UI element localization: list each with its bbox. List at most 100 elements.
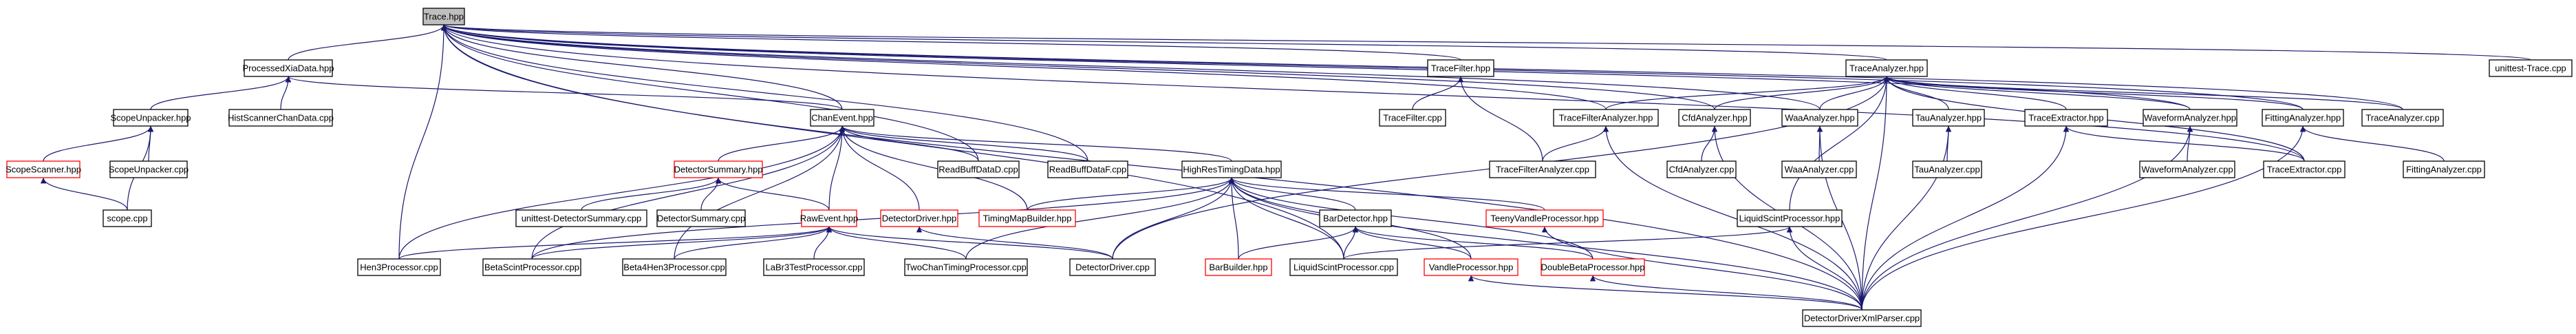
node-scopescanner-hpp[interactable]: ScopeScanner.hpp — [6, 160, 81, 178]
edge-betascintprocessor_cpp-to-chanevent_hpp — [531, 125, 846, 260]
node-trace-hpp[interactable]: Trace.hpp — [422, 8, 465, 25]
node-beta4hen3processor-cpp[interactable]: Beta4Hen3Processor.cpp — [622, 258, 727, 276]
node-box — [622, 258, 727, 276]
node-processedxiadata-hpp[interactable]: ProcessedXiaData.hpp — [243, 59, 334, 77]
node-box — [1666, 160, 1737, 178]
node-box — [1379, 109, 1446, 127]
edge-scopeunpacker_hpp-to-processedxiadata_hpp — [150, 76, 292, 110]
node-label: WaveformAnalyzer.cpp — [2141, 165, 2233, 175]
node-label: HistScannerChanData.cpp — [228, 113, 334, 123]
node-waaanalyzer-cpp[interactable]: WaaAnalyzer.cpp — [1781, 160, 1857, 178]
node-doublebetaprocessor-hpp[interactable]: DoubleBetaProcessor.hpp — [1541, 258, 1645, 276]
node-box — [2143, 109, 2237, 127]
node-chanevent-hpp[interactable]: ChanEvent.hpp — [810, 109, 874, 127]
node-betascintprocessor-cpp[interactable]: BetaScintProcessor.cpp — [482, 258, 581, 276]
edge-detectordriverxmlparser_cpp-to-waveformanalyzer_hpp — [1861, 125, 2193, 311]
node-box — [113, 109, 189, 127]
node-liquidscintprocessor-hpp[interactable]: LiquidScintProcessor.hpp — [1737, 209, 1843, 227]
edge-chanevent_hpp-to-trace_hpp — [440, 24, 843, 110]
node-bardetector-hpp[interactable]: BarDetector.hpp — [1319, 209, 1392, 227]
node-cfdanalyzer-hpp[interactable]: CfdAnalyzer.hpp — [1678, 109, 1751, 127]
edge-fittinganalyzer_cpp-to-fittinganalyzer_hpp — [2299, 125, 2445, 162]
node-label: unittest-DetectorSummary.cpp — [522, 213, 642, 224]
edge-tracefilteranalyzer_hpp-to-traceanalyzer_hpp — [1605, 76, 1890, 110]
edge-liquidscintprocessor_cpp-to-liquidscintprocessor_hpp — [1343, 226, 1792, 260]
node-tracefilter-hpp[interactable]: TraceFilter.hpp — [1427, 59, 1494, 77]
node-label: DetectorSummary.cpp — [657, 213, 745, 224]
node-detectordriverxmlparser-cpp[interactable]: DetectorDriverXmlParser.cpp — [1802, 309, 1922, 327]
node-detectorsummary-cpp[interactable]: DetectorSummary.cpp — [656, 209, 746, 227]
node-unittest-trace-cpp[interactable]: unittest-Trace.cpp — [2489, 59, 2573, 77]
node-unittest-detectorsummary-cpp[interactable]: unittest-DetectorSummary.cpp — [515, 209, 647, 227]
node-tauanalyzer-hpp[interactable]: TauAnalyzer.hpp — [1912, 109, 1985, 127]
node-waveformanalyzer-hpp[interactable]: WaveformAnalyzer.hpp — [2143, 109, 2237, 127]
node-traceextractor-hpp[interactable]: TraceExtractor.hpp — [2024, 109, 2108, 127]
node-label: DetectorDriverXmlParser.cpp — [1804, 313, 1920, 324]
node-traceanalyzer-hpp[interactable]: TraceAnalyzer.hpp — [1845, 59, 1928, 77]
node-cfdanalyzer-cpp[interactable]: CfdAnalyzer.cpp — [1666, 160, 1737, 178]
node-rawevent-hpp[interactable]: RawEvent.hpp — [800, 209, 859, 227]
node-box — [228, 109, 333, 127]
node-label: scope.cpp — [107, 213, 147, 224]
edge-detectordriverxmlparser_cpp-to-doublebetaprocessor_hpp — [1589, 275, 1863, 311]
node-box — [904, 258, 1028, 276]
node-label: ScopeUnpacker.hpp — [110, 113, 191, 123]
node-tracefilter-cpp[interactable]: TraceFilter.cpp — [1379, 109, 1446, 127]
node-traceanalyzer-cpp[interactable]: TraceAnalyzer.cpp — [2361, 109, 2444, 127]
node-detectordriver-hpp[interactable]: DetectorDriver.hpp — [880, 209, 958, 227]
node-readbuffdatad-cpp[interactable]: ReadBuffDataD.cpp — [937, 160, 1020, 178]
node-label: WaveformAnalyzer.hpp — [2144, 113, 2236, 123]
node-waaanalyzer-hpp[interactable]: WaaAnalyzer.hpp — [1781, 109, 1858, 127]
node-label: BetaScintProcessor.cpp — [484, 262, 579, 273]
edge-detectordriver_cpp-to-highrestimingdata_hpp — [1112, 177, 1235, 260]
edge-readbuffdataf_cpp-to-chanevent_hpp — [839, 125, 1088, 162]
node-box — [1489, 160, 1596, 178]
node-tauanalyzer-cpp[interactable]: TauAnalyzer.cpp — [1912, 160, 1982, 178]
node-label: RawEvent.hpp — [800, 213, 859, 224]
node-timingmapbuilder-hpp[interactable]: TimingMapBuilder.hpp — [978, 209, 1076, 227]
node-barbuilder-hpp[interactable]: BarBuilder.hpp — [1205, 258, 1272, 276]
edge-hen3processor_cpp-to-chanevent_hpp — [398, 125, 846, 260]
node-box — [1181, 160, 1282, 178]
node-label: unittest-Trace.cpp — [2495, 63, 2566, 74]
edge-tracefilter_hpp-to-trace_hpp — [441, 24, 1461, 61]
edge-beta4hen3processor_cpp-to-chanevent_hpp — [674, 125, 846, 260]
node-hen3processor-cpp[interactable]: Hen3Processor.cpp — [357, 258, 441, 276]
node-traceextractor-cpp[interactable]: TraceExtractor.cpp — [2263, 160, 2346, 178]
node-labr3testprocessor-cpp[interactable]: LaBr3TestProcessor.cpp — [763, 258, 865, 276]
node-liquidscintprocessor-cpp[interactable]: LiquidScintProcessor.cpp — [1289, 258, 1398, 276]
node-scopeunpacker-hpp[interactable]: ScopeUnpacker.hpp — [110, 109, 191, 127]
node-detectorsummary-hpp[interactable]: DetectorSummary.hpp — [674, 160, 763, 178]
node-box — [1781, 109, 1858, 127]
edge-tracefilteranalyzer_cpp-to-tracefilter_hpp — [1457, 76, 1543, 162]
node-label: TauAnalyzer.cpp — [1914, 165, 1979, 175]
node-box — [656, 209, 746, 227]
node-fittinganalyzer-hpp[interactable]: FittingAnalyzer.hpp — [2262, 109, 2344, 127]
edge-detectordriverxmlparser_cpp-to-teenyvandleprocessor_hpp — [1541, 226, 1863, 311]
node-label: CfdAnalyzer.cpp — [1669, 165, 1735, 175]
node-vandleprocessor-hpp[interactable]: VandleProcessor.hpp — [1424, 258, 1518, 276]
node-fittinganalyzer-cpp[interactable]: FittingAnalyzer.cpp — [2403, 160, 2485, 178]
node-label: DetectorSummary.hpp — [674, 165, 762, 175]
node-scope-cpp[interactable]: scope.cpp — [103, 209, 152, 227]
node-box — [1289, 258, 1398, 276]
node-waveformanalyzer-cpp[interactable]: WaveformAnalyzer.cpp — [2139, 160, 2235, 178]
edge-liquidscintprocessor_cpp-to-highrestimingdata_hpp — [1228, 177, 1344, 260]
edge-traceextractor_cpp-to-trace_hpp — [441, 24, 2305, 162]
node-detectordriver-cpp[interactable]: DetectorDriver.cpp — [1069, 258, 1156, 276]
node-tracefilteranalyzer-hpp[interactable]: TraceFilterAnalyzer.hpp — [1553, 109, 1659, 127]
node-tracefilteranalyzer-cpp[interactable]: TraceFilterAnalyzer.cpp — [1489, 160, 1596, 178]
edge-detectordriverxmlparser_cpp-to-trace_hpp — [440, 24, 1863, 311]
node-twochantimingprocessor-cpp[interactable]: TwoChanTimingProcessor.cpp — [904, 258, 1028, 276]
edge-processedxiadata_hpp-to-trace_hpp — [288, 24, 447, 61]
node-scopeunpacker-cpp[interactable]: ScopeUnpacker.cpp — [109, 160, 189, 178]
edge-detectordriverxmlparser_cpp-to-traceextractor_hpp — [1861, 125, 2070, 311]
node-teenyvandleprocessor-hpp[interactable]: TeenyVandleProcessor.hpp — [1485, 209, 1604, 227]
node-box — [1541, 258, 1645, 276]
node-box — [674, 160, 763, 178]
node-box — [1319, 209, 1392, 227]
edge-liquidscintprocessor_cpp-to-bardetector_hpp — [1343, 226, 1359, 260]
node-readbuffdataf-cpp[interactable]: ReadBuffDataF.cpp — [1047, 160, 1128, 178]
node-histscannerchandata-cpp[interactable]: HistScannerChanData.cpp — [228, 109, 334, 127]
node-highrestimingdata-hpp[interactable]: HighResTimingData.hpp — [1181, 160, 1282, 178]
